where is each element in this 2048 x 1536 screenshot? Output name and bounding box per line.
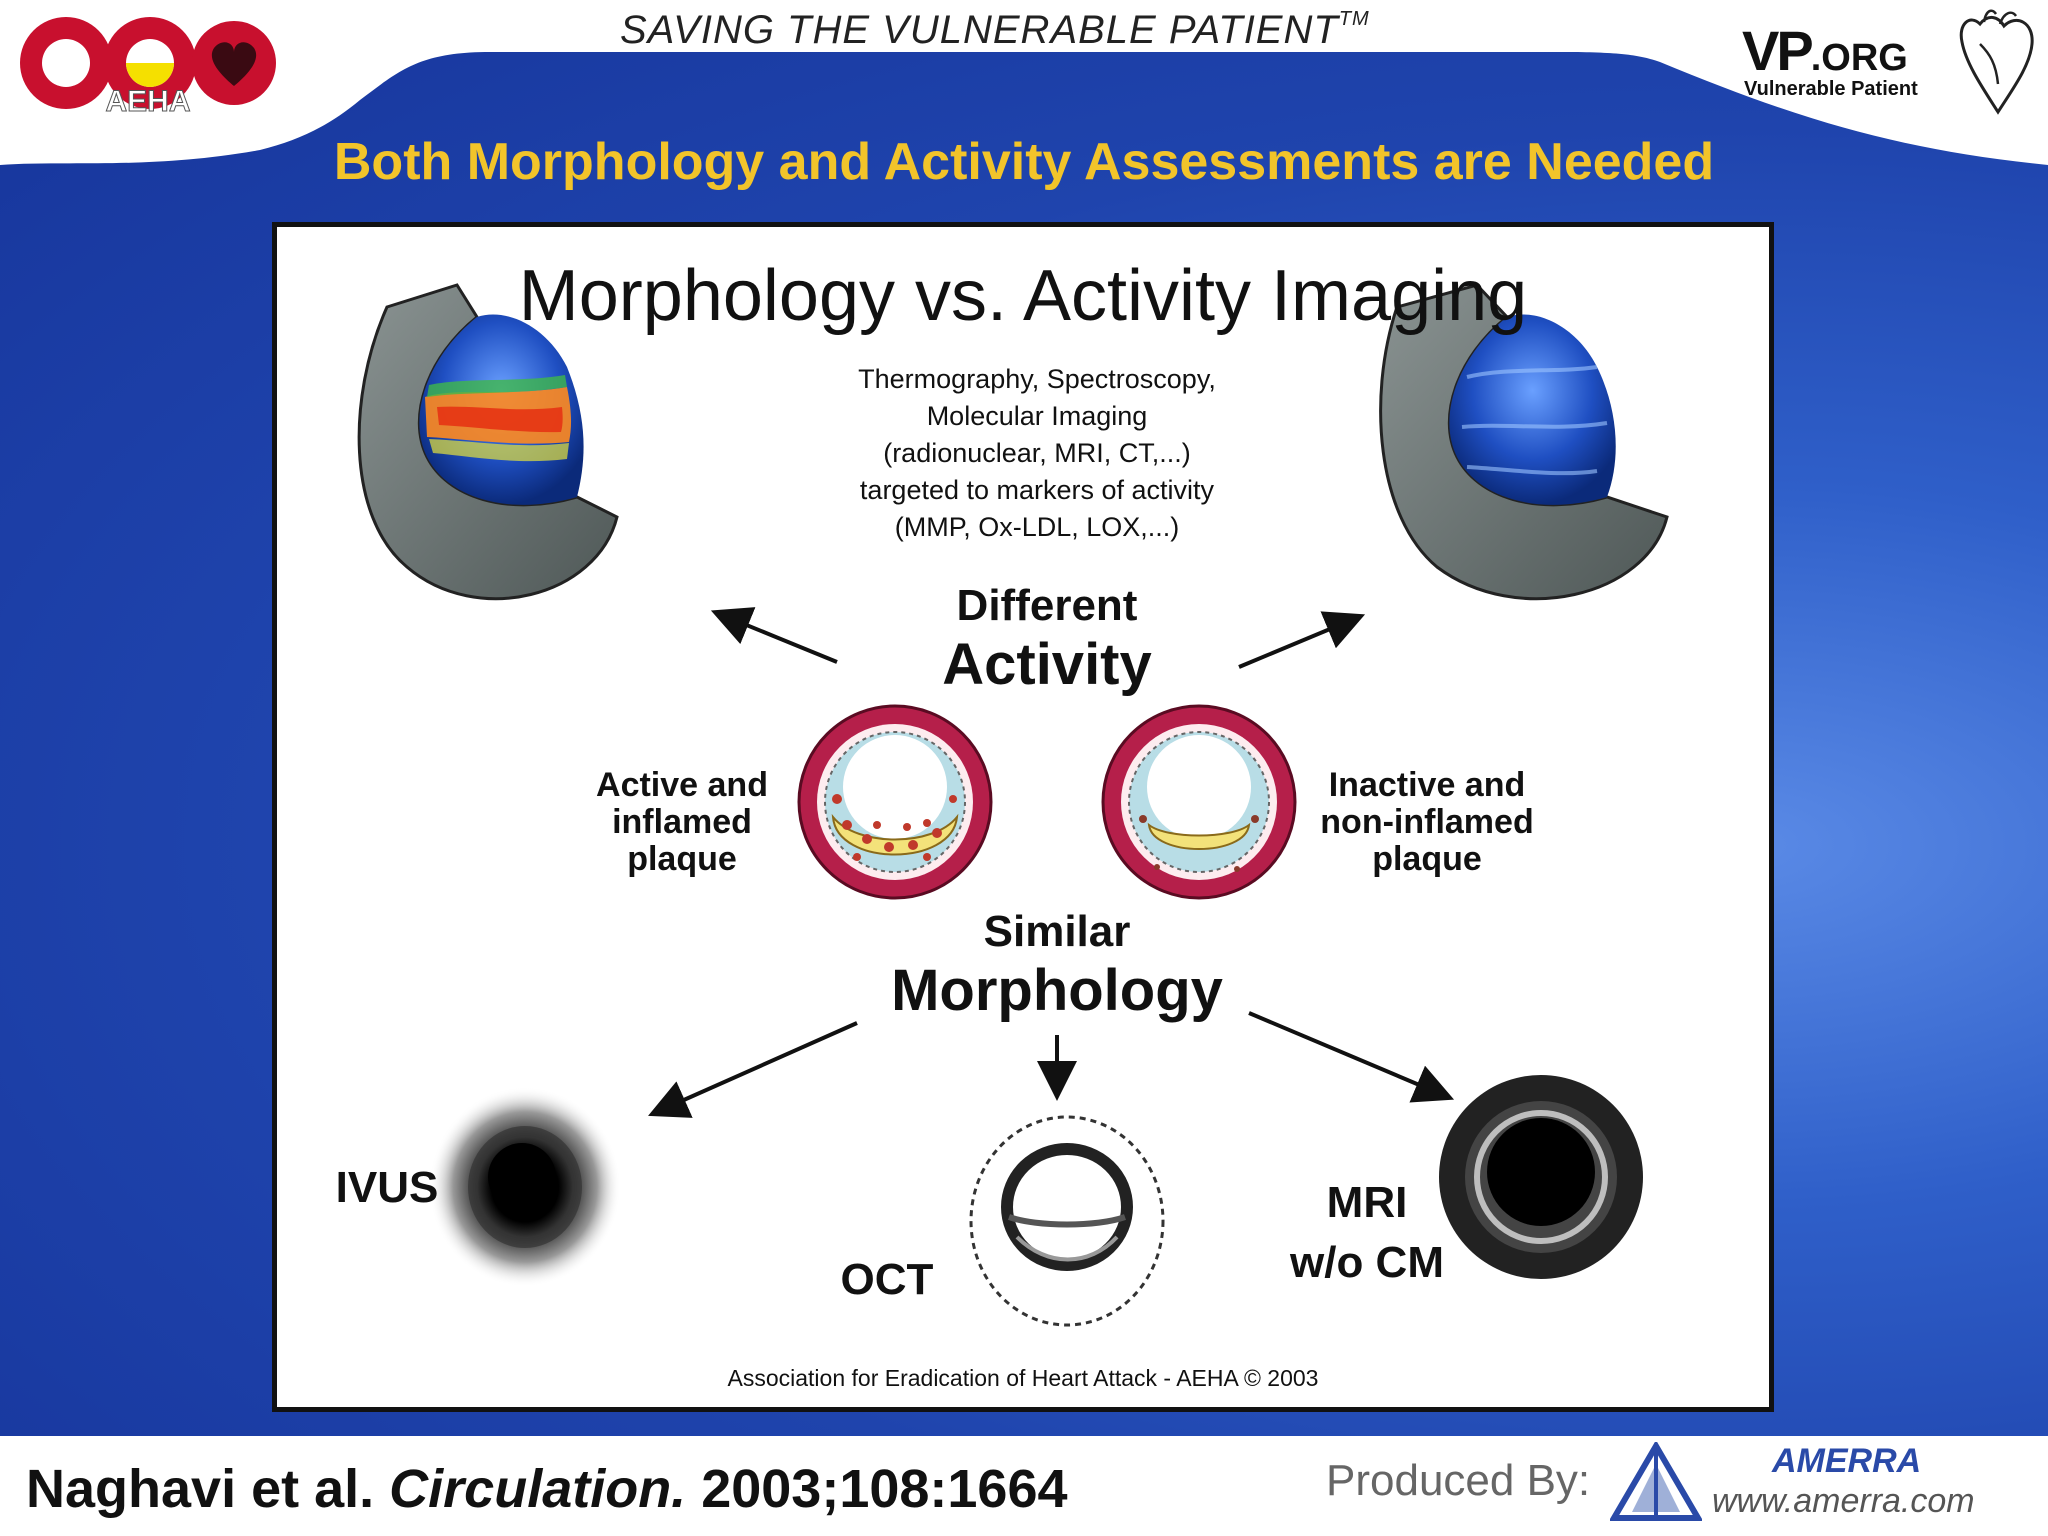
ivus-label: IVUS xyxy=(335,1163,439,1212)
activity-label: Activity xyxy=(942,632,1152,697)
header-shape xyxy=(0,0,2048,165)
arrow-to-active-vessel xyxy=(710,607,838,664)
vp-logo-text: VP.ORG xyxy=(1742,19,1908,82)
activity-methods-text: Thermography, Spectroscopy, Molecular Im… xyxy=(858,364,1216,542)
arrow-to-ivus xyxy=(648,1021,858,1118)
vp-logo-subtitle: Vulnerable Patient xyxy=(1744,78,1918,100)
amerra-url: www.amerra.com xyxy=(1712,1482,1975,1520)
amerra-name: AMERRA xyxy=(1772,1442,1922,1480)
inactive-plaque-cross-section xyxy=(1101,704,1297,900)
diagram-panel: Morphology vs. Activity Imaging Thermogr… xyxy=(272,222,1774,1412)
footer-band xyxy=(0,1436,2048,1536)
ivus-image xyxy=(429,1087,621,1287)
citation: Naghavi et al. Circulation. 2003;108:166… xyxy=(26,1459,1068,1519)
heart-outline-icon xyxy=(1959,9,2034,115)
copyright-note: Association for Eradication of Heart Att… xyxy=(727,1365,1319,1391)
oct-image xyxy=(969,1115,1165,1327)
panel-title: Morphology vs. Activity Imaging xyxy=(518,256,1528,336)
aeha-logo-text: AEHA xyxy=(105,85,190,118)
morphology-label: Morphology xyxy=(891,958,1223,1023)
active-vessel-thermography-image xyxy=(357,283,619,601)
produced-by-label: Produced By: xyxy=(1326,1456,1591,1505)
inactive-plaque-label: Inactive and non-inflamed plaque xyxy=(1320,766,1534,878)
mri-image xyxy=(1439,1075,1643,1279)
arrow-to-inactive-vessel xyxy=(1238,611,1366,669)
active-plaque-cross-section xyxy=(797,704,993,900)
inactive-vessel-thermography-image xyxy=(1379,283,1669,601)
different-label: Different xyxy=(956,581,1138,630)
header-tagline: SAVING THE VULNERABLE PATIENTTM xyxy=(620,8,1370,52)
arrow-to-mri xyxy=(1248,1011,1455,1103)
header-band xyxy=(0,0,2048,165)
oct-label: OCT xyxy=(840,1255,934,1304)
active-plaque-label: Active and inflamed plaque xyxy=(596,766,768,878)
similar-label: Similar xyxy=(983,907,1131,956)
amerra-logo-icon xyxy=(1610,1442,1702,1521)
diagram-artwork xyxy=(357,283,1669,1327)
aeha-logo: AEHA xyxy=(20,17,276,118)
slide-title: Both Morphology and Activity Assessments… xyxy=(333,133,1715,191)
mri-label: MRI w/o CM xyxy=(1290,1178,1444,1287)
